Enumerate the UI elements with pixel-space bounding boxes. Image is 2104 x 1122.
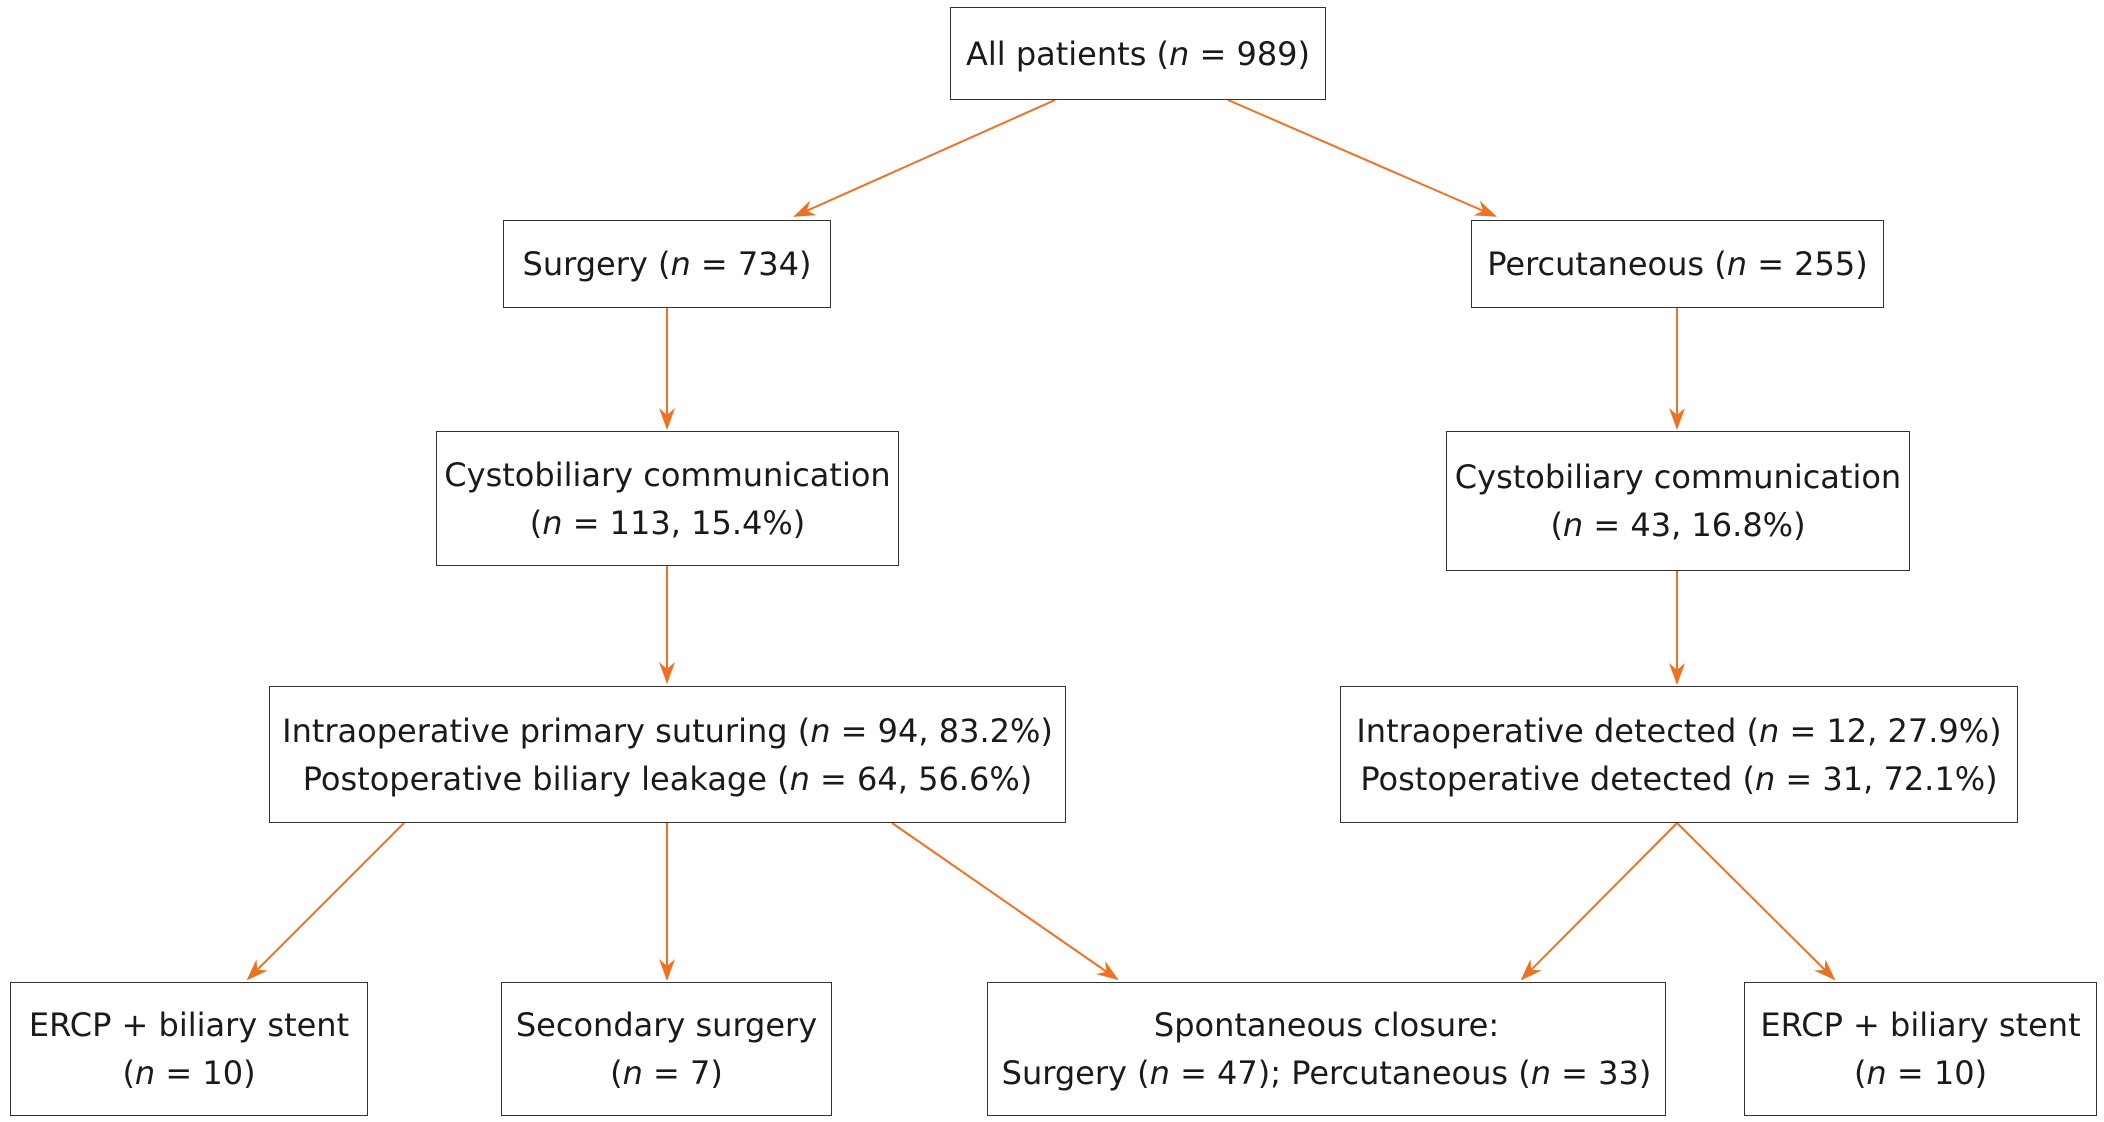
value-text: = 94, 83.2%): [830, 711, 1053, 750]
arrow-all-to-surgery: [793, 99, 1056, 217]
node-text-line: Percutaneous (n = 255): [1487, 240, 1867, 288]
label-text: (: [529, 503, 543, 542]
label-text: (: [122, 1054, 135, 1092]
node-text-line: ERCP + biliary stent: [29, 1001, 349, 1049]
n-symbol: n: [670, 245, 691, 283]
node-text-line: Cystobiliary communication: [1455, 453, 1901, 501]
node-percutaneous-cystobiliary-communication: Cystobiliary communication (n = 43, 16.8%…: [1446, 431, 1910, 571]
label-text: Intraoperative detected (: [1356, 711, 1759, 750]
node-text-line: (n = 10): [122, 1049, 255, 1097]
arrow-all-to-percutaneous: [1227, 99, 1497, 217]
n-symbol: n: [1169, 34, 1190, 73]
label-text: Spontaneous closure:: [1153, 1006, 1500, 1044]
label-text: Cystobiliary communication: [1454, 458, 1902, 496]
n-symbol: n: [1866, 1054, 1887, 1092]
node-text-line: (n = 113, 15.4%): [530, 499, 805, 547]
label-text: ERCP + biliary stent: [1760, 1006, 2081, 1044]
value-text: = 734): [690, 245, 812, 283]
value-text: = 47); Percutaneous (: [1169, 1054, 1531, 1092]
label-text: ERCP + biliary stent: [28, 1006, 350, 1044]
node-text-line: Surgery (n = 47); Percutaneous (n = 33): [1002, 1049, 1652, 1097]
label-text: (: [1853, 1054, 1867, 1092]
label-text: All patients (: [965, 34, 1170, 73]
value-text: = 64, 56.6%): [809, 759, 1033, 798]
node-text-line: Surgery (n = 734): [523, 240, 812, 288]
value-text: = 31, 72.1%): [1775, 759, 1998, 798]
value-text: = 989): [1189, 34, 1311, 73]
value-text: = 255): [1747, 245, 1868, 283]
arrow-intraoperative-to-ercp: [246, 822, 405, 981]
label-text: Postoperative biliary leakage (: [302, 759, 790, 798]
n-symbol: n: [1562, 506, 1584, 544]
value-text: = 12, 27.9%): [1779, 711, 2002, 750]
label-text: Cystobiliary communication: [444, 455, 891, 494]
n-symbol: n: [1726, 245, 1748, 283]
node-spontaneous-closure: Spontaneous closure:Surgery (n = 47); Pe…: [987, 982, 1666, 1116]
node-text-line: Spontaneous closure:: [1154, 1001, 1499, 1049]
value-text: = 10): [155, 1054, 256, 1092]
node-secondary-surgery: Secondary surgery (n = 7): [501, 982, 832, 1116]
node-text-line: Intraoperative detected (n = 12, 27.9%): [1356, 707, 2001, 755]
label-text: (: [1550, 506, 1563, 544]
node-text-line: ERCP + biliary stent: [1760, 1001, 2080, 1049]
node-text-line: Postoperative detected (n = 31, 72.1%): [1360, 755, 1997, 803]
node-detected: Intraoperative detected (n = 12, 27.9%)P…: [1340, 686, 2018, 823]
node-ercp-biliary-stent-left: ERCP + biliary stent (n = 10): [10, 982, 368, 1116]
node-surgery-cystobiliary-communication: Cystobiliary communication (n = 113, 15.4…: [436, 431, 899, 566]
node-ercp-biliary-stent-right: ERCP + biliary stent (n = 10): [1744, 982, 2097, 1116]
label-text: Secondary surgery: [515, 1006, 818, 1044]
n-symbol: n: [1530, 1054, 1551, 1092]
label-text: Postoperative detected (: [1360, 759, 1755, 798]
node-text-line: Cystobiliary communication: [444, 451, 890, 499]
node-text-line: (n = 10): [1854, 1049, 1987, 1097]
node-all-patients: All patients (n = 989): [950, 7, 1326, 100]
label-text: (: [610, 1054, 623, 1092]
arrow-detected-to-spontaneous: [1520, 822, 1678, 981]
label-text: Surgery (: [1001, 1054, 1150, 1092]
node-surgery: Surgery (n = 734): [503, 220, 831, 308]
node-text-line: All patients (n = 989): [966, 30, 1310, 78]
value-text: = 43, 16.8%): [1583, 506, 1806, 544]
node-text-line: Secondary surgery: [516, 1001, 817, 1049]
node-text-line: (n = 7): [610, 1049, 723, 1097]
n-symbol: n: [134, 1054, 156, 1092]
n-symbol: n: [789, 759, 810, 798]
value-text: = 33): [1550, 1054, 1652, 1092]
n-symbol: n: [1149, 1054, 1170, 1092]
n-symbol: n: [1759, 711, 1780, 750]
arrow-detected-to-ercp: [1676, 822, 1836, 981]
n-symbol: n: [1754, 759, 1776, 798]
value-text: = 10): [1886, 1054, 1988, 1092]
value-text: = 7): [642, 1054, 723, 1092]
label-text: Surgery (: [522, 245, 671, 283]
label-text: Intraoperative primary suturing (: [282, 711, 811, 750]
value-text: = 113, 15.4%): [562, 503, 806, 542]
node-text-line: Postoperative biliary leakage (n = 64, 5…: [303, 755, 1032, 803]
node-text-line: (n = 43, 16.8%): [1550, 501, 1805, 549]
node-percutaneous: Percutaneous (n = 255): [1471, 220, 1884, 308]
node-text-line: Intraoperative primary suturing (n = 94,…: [282, 707, 1053, 755]
node-intraoperative-suturing: Intraoperative primary suturing (n = 94,…: [269, 686, 1066, 823]
n-symbol: n: [810, 711, 831, 750]
n-symbol: n: [542, 503, 563, 542]
n-symbol: n: [622, 1054, 643, 1092]
label-text: Percutaneous (: [1487, 245, 1727, 283]
arrow-intraoperative-to-spontaneous: [891, 822, 1119, 981]
